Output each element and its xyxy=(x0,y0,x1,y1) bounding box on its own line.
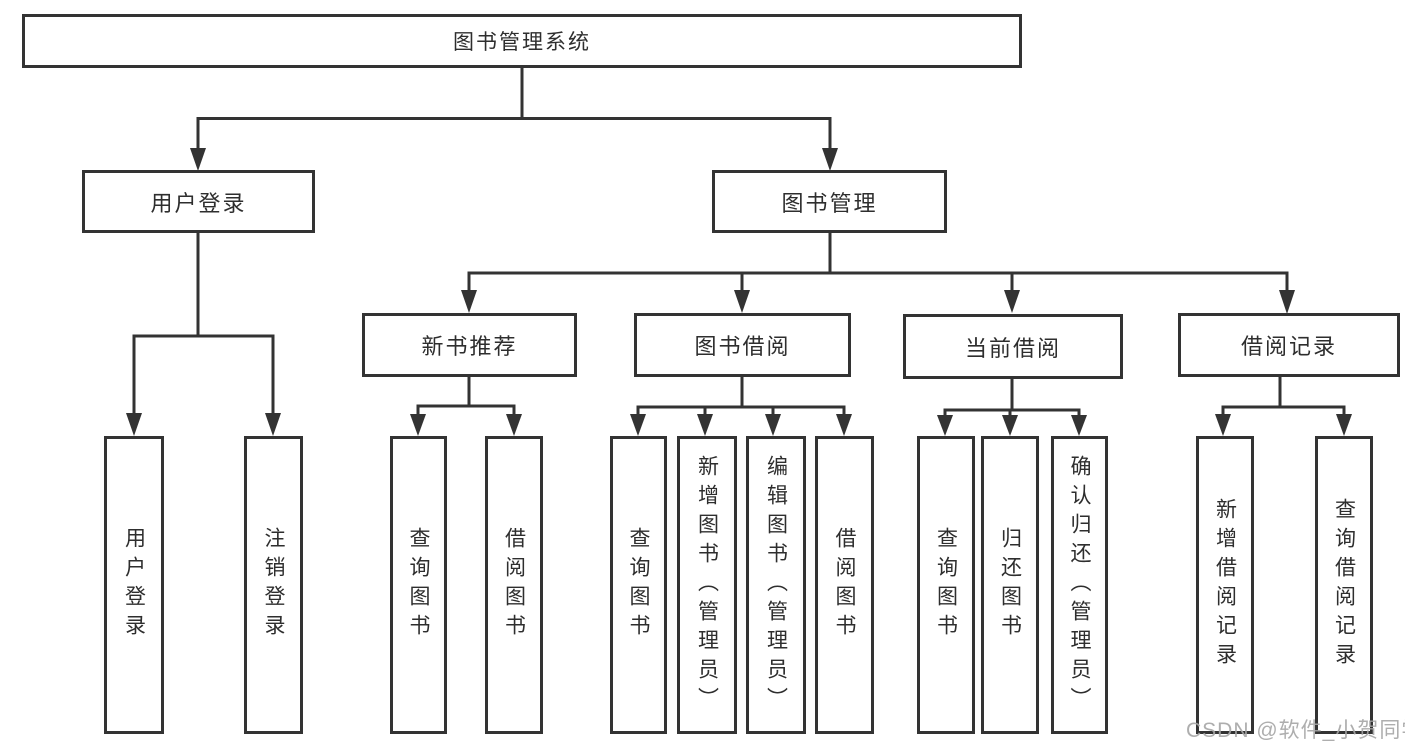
leaf-query-books-current: 查询图书 xyxy=(917,436,975,734)
csdn-watermark: CSDN @软件_小贺同学 xyxy=(1186,719,1405,742)
leaf-edit-books-admin: 编辑图书（管理员） xyxy=(746,436,806,734)
leaf-query-books-recommend-label: 查询图书 xyxy=(407,527,430,643)
leaf-borrow-books-recommend-label: 借阅图书 xyxy=(502,527,526,643)
node-book-borrow: 图书借阅 xyxy=(634,313,851,377)
leaf-logout-login-label: 注销登录 xyxy=(262,527,285,643)
leaf-query-books-borrow-label: 查询图书 xyxy=(627,527,650,643)
node-current-borrow: 当前借阅 xyxy=(903,314,1123,379)
node-borrow-record: 借阅记录 xyxy=(1178,313,1400,377)
node-user-login: 用户登录 xyxy=(82,170,315,233)
leaf-add-borrow-record-label: 新增借阅记录 xyxy=(1213,498,1237,672)
leaf-add-borrow-record: 新增借阅记录 xyxy=(1196,436,1254,734)
leaf-return-books-label: 归还图书 xyxy=(998,527,1022,643)
leaf-borrow-books-recommend: 借阅图书 xyxy=(485,436,543,734)
leaf-add-books-admin-label: 新增图书（管理员） xyxy=(695,454,719,716)
leaf-edit-books-admin-label: 编辑图书（管理员） xyxy=(764,454,788,716)
leaf-return-books: 归还图书 xyxy=(981,436,1039,734)
leaf-query-books-borrow: 查询图书 xyxy=(610,436,667,734)
leaf-add-books-admin: 新增图书（管理员） xyxy=(677,436,737,734)
leaf-confirm-return-admin: 确认归还（管理员） xyxy=(1051,436,1108,734)
leaf-borrow-books-label: 借阅图书 xyxy=(833,527,856,643)
leaf-query-books-recommend: 查询图书 xyxy=(390,436,447,734)
leaf-user-login: 用户登录 xyxy=(104,436,164,734)
leaf-confirm-return-admin-label: 确认归还（管理员） xyxy=(1068,454,1091,716)
leaf-query-borrow-record: 查询借阅记录 xyxy=(1315,436,1373,734)
leaf-query-borrow-record-label: 查询借阅记录 xyxy=(1332,498,1356,672)
node-root: 图书管理系统 xyxy=(22,14,1022,68)
leaf-user-login-label: 用户登录 xyxy=(122,527,146,643)
leaf-query-books-current-label: 查询图书 xyxy=(934,527,958,643)
leaf-borrow-books: 借阅图书 xyxy=(815,436,874,734)
node-book-management: 图书管理 xyxy=(712,170,947,233)
leaf-logout-login: 注销登录 xyxy=(244,436,303,734)
node-new-book-recommend: 新书推荐 xyxy=(362,313,577,377)
